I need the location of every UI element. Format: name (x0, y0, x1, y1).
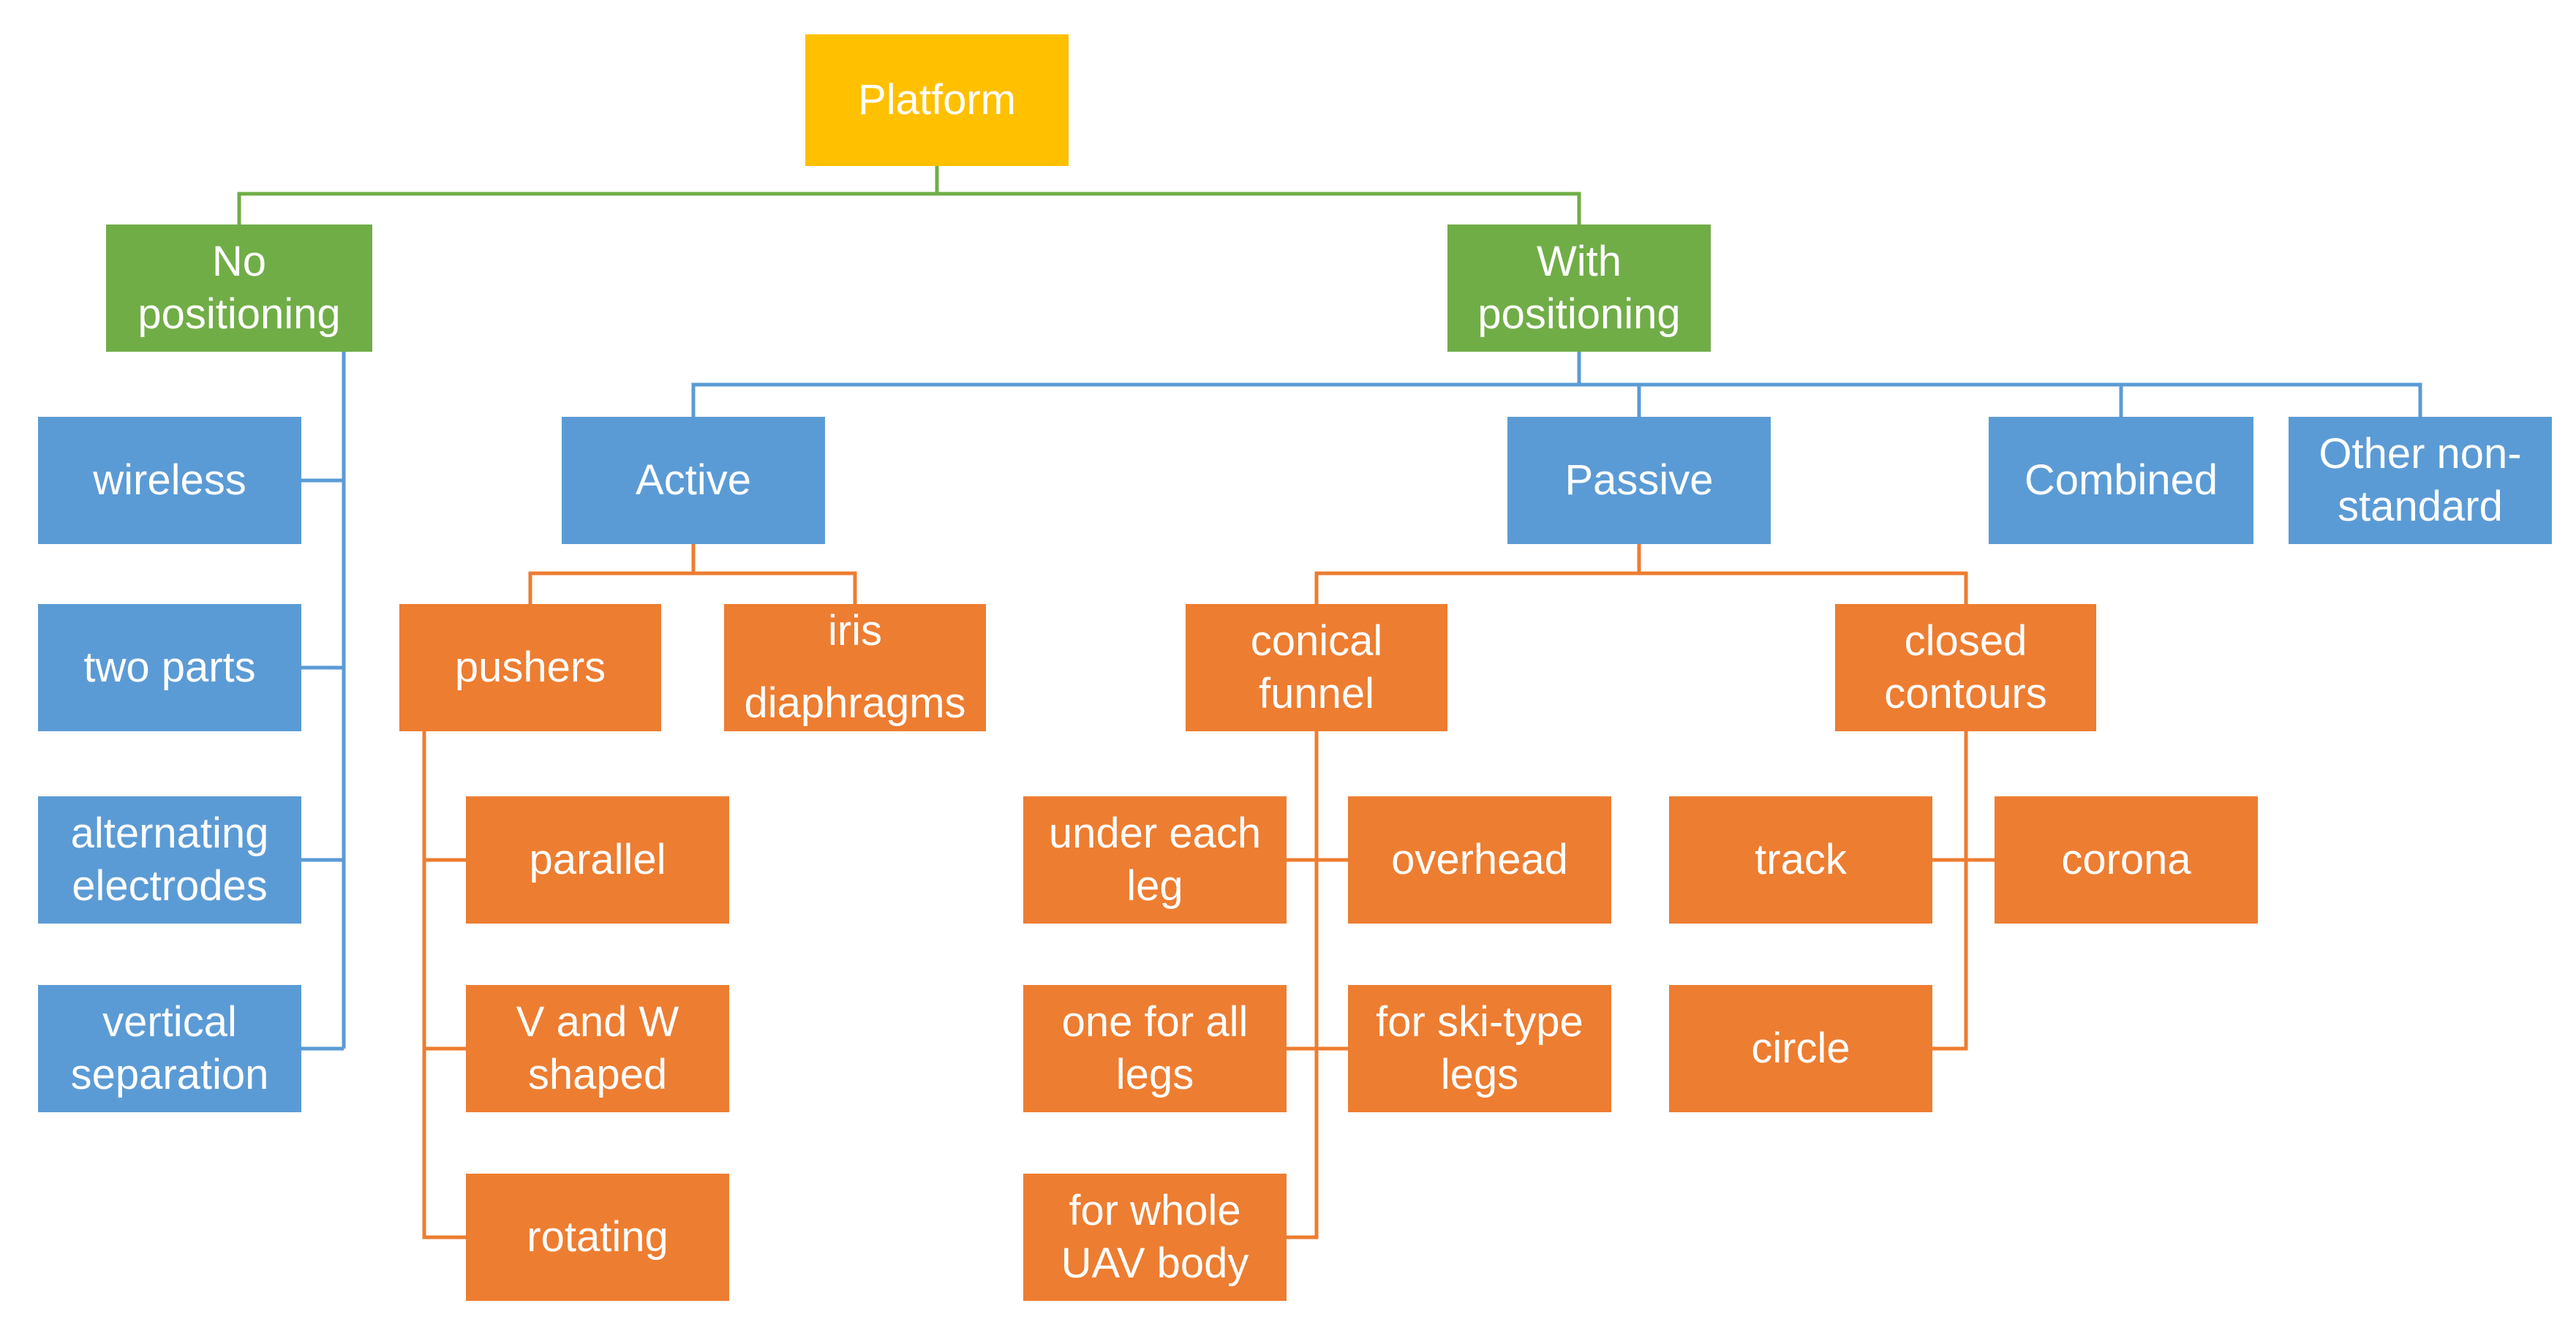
node-circle: circle (1669, 985, 1932, 1112)
node-platform: Platform (805, 34, 1069, 166)
node-alternating-electrodes: alternating electrodes (38, 796, 301, 924)
node-active: Active (562, 417, 825, 544)
node-with-positioning: With positioning (1447, 224, 1711, 352)
connector-closed-contours-vertical (1932, 731, 1968, 1051)
node-parallel: parallel (466, 796, 729, 924)
connector-conical-funnel-vertical (1287, 731, 1319, 1239)
node-overhead: overhead (1348, 796, 1611, 924)
node-wireless: wireless (38, 417, 301, 544)
node-passive: Passive (1507, 417, 1771, 544)
node-one-for-all-legs: one for all legs (1023, 985, 1287, 1112)
connector-pushers-vertical (422, 731, 466, 1239)
connector-platform-children-rail (237, 192, 1581, 224)
node-track: track (1669, 796, 1932, 924)
node-other-non-standard: Other non- standard (2289, 417, 2552, 544)
node-for-whole-uav-body: for whole UAV body (1023, 1174, 1287, 1301)
node-combined: Combined (1989, 417, 2253, 544)
node-conical-funnel: conical funnel (1186, 604, 1447, 731)
node-closed-contours: closed contours (1835, 604, 2096, 731)
node-no-positioning: No positioning (106, 224, 372, 352)
node-rotating: rotating (466, 1174, 729, 1301)
node-corona: corona (1995, 796, 2258, 924)
node-under-each-leg: under each leg (1023, 796, 1287, 924)
node-vertical-separation: vertical separation (38, 985, 301, 1112)
node-v-and-w-shaped: V and W shaped (466, 985, 729, 1112)
node-iris-diaphragms: iris diaphragms (724, 604, 986, 731)
node-for-ski-type-legs: for ski-type legs (1348, 985, 1611, 1112)
connector-passive-children-rail (1314, 571, 1968, 604)
node-two-parts: two parts (38, 604, 301, 731)
connector-active-children-rail (528, 571, 857, 604)
connector-with-positioning-rail (691, 382, 2422, 417)
node-pushers: pushers (399, 604, 661, 731)
